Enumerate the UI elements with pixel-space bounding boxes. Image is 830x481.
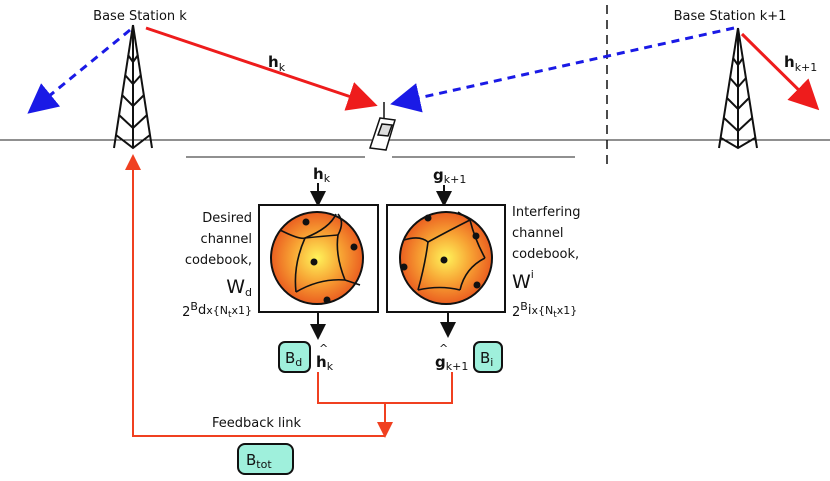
- ghat-label: gk+1: [435, 353, 468, 373]
- bi-base: B: [480, 349, 490, 367]
- interfering-size-supsub: i: [528, 303, 532, 318]
- desired-line-2: channel: [201, 232, 252, 247]
- hk1-sub: k+1: [795, 61, 818, 74]
- hk-sub: k: [279, 61, 286, 74]
- interfering-W-sub: i: [531, 268, 534, 281]
- hhat-label: hk: [316, 353, 334, 373]
- interfering-codebook-box: [386, 204, 506, 313]
- desired-codebook-box: [258, 204, 379, 313]
- interfering-size-rest: x{N: [531, 304, 553, 317]
- bd-base: B: [285, 349, 295, 367]
- interfering-size-base: 2: [512, 305, 520, 320]
- interfering-size-label: 2Bix{Ntx1}: [512, 300, 577, 320]
- interfering-W: W: [512, 271, 531, 293]
- interfering-line-2: channel: [512, 226, 563, 241]
- desired-codebook-sphere: [270, 211, 364, 305]
- desired-size-sup: B: [190, 300, 198, 313]
- bd-sub: d: [295, 356, 302, 369]
- desired-size-base: 2: [182, 305, 190, 320]
- bd-badge: Bd: [278, 341, 311, 373]
- bi-badge: Bi: [473, 341, 503, 373]
- svg-text:Bi: Bi: [480, 349, 493, 369]
- svg-text:Btot: Btot: [246, 451, 272, 471]
- mobile-phone-icon: [368, 102, 396, 151]
- channel-hk-arrow: [145, 26, 378, 111]
- interfering-codebook-label: Interfering channel codebook, Wi 2Bix{Nt…: [512, 205, 581, 320]
- ghat-base: g: [435, 353, 446, 371]
- hhat-base: h: [316, 353, 327, 371]
- hk-input-sub: k: [324, 172, 331, 185]
- desired-line-3: codebook,: [185, 253, 252, 268]
- gk1-input-label: gk+1: [433, 166, 466, 186]
- desired-W-sub: d: [245, 286, 252, 299]
- hk1-base: h: [784, 53, 795, 71]
- desired-size-end: x1}: [231, 304, 252, 317]
- gk1-input-sub: k+1: [444, 173, 467, 186]
- hk-input-base: h: [313, 165, 324, 183]
- desired-W: W: [226, 276, 245, 298]
- hk-label: hk: [268, 53, 286, 74]
- base-station-k-label: Base Station k: [93, 9, 187, 24]
- ghat-sub: k+1: [446, 360, 469, 373]
- interfering-W-label: Wi: [512, 268, 534, 293]
- interfering-line-1: Interfering: [512, 205, 581, 220]
- interference-arrow-k: [27, 28, 131, 114]
- interfering-line-3: codebook,: [512, 247, 579, 262]
- desired-size-supsub: d: [198, 303, 206, 318]
- btot-base: B: [246, 451, 256, 469]
- feedback-link-label: Feedback link: [212, 416, 302, 431]
- desired-size-t: t: [228, 310, 232, 320]
- interfering-size-t: t: [553, 310, 557, 320]
- hk-base: h: [268, 53, 279, 71]
- gk1-input-base: g: [433, 166, 444, 184]
- desired-codebook-label: Desired channel codebook, Wd 2Bdx{Ntx1}: [182, 211, 252, 320]
- hhat-hat: ^: [319, 342, 328, 355]
- interfering-size-end: x1}: [557, 304, 578, 317]
- base-station-k1-label: Base Station k+1: [674, 9, 787, 24]
- desired-size-label: 2Bdx{Ntx1}: [182, 300, 252, 320]
- desired-size-rest: x{N: [206, 304, 228, 317]
- btot-sub: tot: [256, 458, 272, 471]
- svg-text:Bd: Bd: [285, 349, 302, 369]
- hk-input-label: hk: [313, 165, 331, 185]
- desired-W-label: Wd: [226, 276, 252, 299]
- ghat-hat: ^: [439, 342, 448, 355]
- btot-badge: Btot: [237, 443, 294, 475]
- channel-hk1-arrow: [740, 32, 820, 111]
- tower-k-icon: [113, 24, 153, 150]
- interfering-size-sup: B: [520, 300, 528, 313]
- tower-k1-icon: [718, 27, 758, 150]
- hk1-label: hk+1: [784, 53, 817, 74]
- bi-sub: i: [490, 356, 493, 369]
- desired-line-1: Desired: [202, 211, 252, 226]
- hhat-sub: k: [327, 360, 334, 373]
- interference-arrow-k1: [390, 26, 735, 113]
- feedback-lines: [125, 154, 453, 438]
